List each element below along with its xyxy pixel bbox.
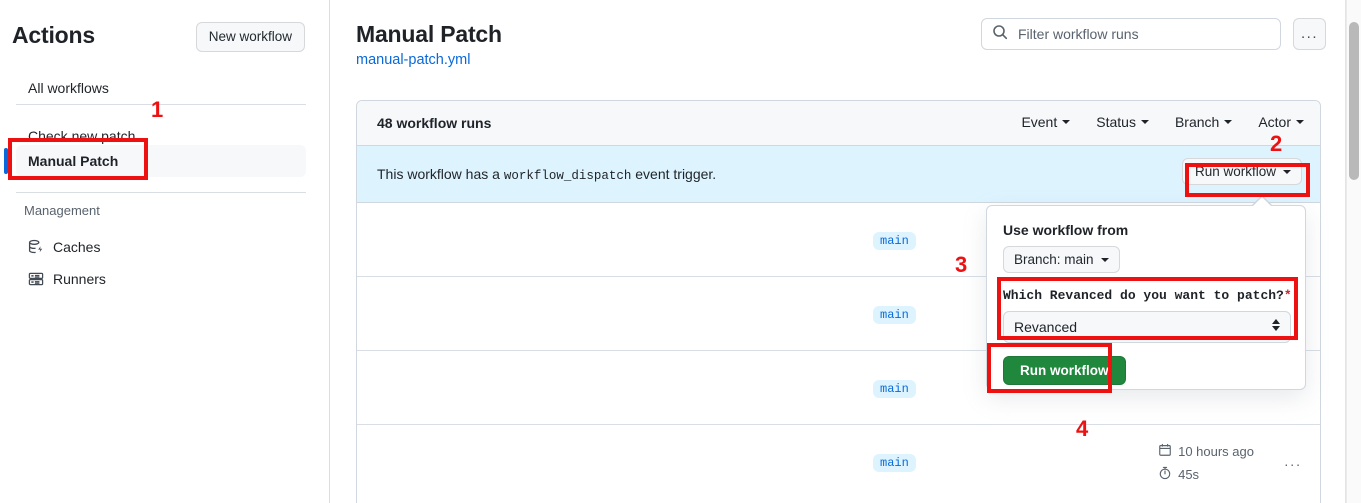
new-workflow-button[interactable]: New workflow [195, 22, 305, 52]
run-workflow-dropdown-button[interactable]: Run workflow [1181, 158, 1302, 185]
chevron-down-icon [1140, 120, 1149, 124]
search-icon [992, 24, 1008, 45]
kebab-icon: ... [1300, 25, 1318, 42]
duration-text: 45s [1178, 467, 1200, 482]
filter-event[interactable]: Event [1021, 114, 1071, 130]
annotation-number-1: 1 [151, 97, 164, 122]
required-asterisk: * [1283, 288, 1292, 303]
timestamp-text: 10 hours ago [1178, 444, 1254, 459]
branch-badge[interactable]: main [873, 232, 916, 250]
sidebar-item-label: All workflows [28, 80, 109, 96]
sidebar-item-caches[interactable]: Caches [16, 231, 306, 263]
row-kebab-icon[interactable]: ... [1284, 453, 1302, 469]
annotation-number-4: 4 [1076, 416, 1089, 441]
runs-count-label: 48 workflow runs [377, 115, 492, 131]
search-box[interactable] [981, 18, 1281, 50]
dispatch-text-after: event trigger. [635, 166, 717, 182]
chevron-down-icon [1296, 120, 1304, 124]
sidebar: Actions New workflow All workflows Check… [0, 0, 330, 503]
content-right-edge [1345, 0, 1346, 503]
workflow-file-link[interactable]: manual-patch.yml [356, 52, 471, 68]
use-workflow-from-label: Use workflow from [1003, 222, 1129, 238]
sidebar-item-manual-patch[interactable]: Manual Patch [4, 145, 306, 177]
filter-branch[interactable]: Branch [1174, 114, 1233, 130]
row-timestamp: 10 hours ago [1158, 443, 1254, 460]
sidebar-item-label: Check new patch [28, 128, 136, 144]
sidebar-divider-1 [16, 104, 306, 105]
select-updown-icon [1272, 319, 1280, 331]
runs-header: 48 workflow runs Event Status Branch [357, 101, 1320, 146]
annotation-number-2: 2 [1270, 131, 1283, 156]
runs-filter-group: Event Status Branch Actor [1021, 114, 1304, 130]
row-meta: 10 hours ago 45s [1158, 443, 1254, 483]
chevron-down-icon [1224, 120, 1233, 124]
dispatch-banner-text: This workflow has a workflow_dispatch ev… [377, 166, 716, 183]
run-workflow-popup: Use workflow from Branch: main Which Rev… [986, 205, 1306, 390]
filter-label: Event [1021, 114, 1058, 130]
sidebar-divider-2 [16, 192, 306, 193]
chevron-down-icon [1283, 169, 1291, 174]
stopwatch-icon [1158, 466, 1172, 483]
sidebar-management-heading: Management [24, 203, 100, 218]
input-field-label: Which Revanced do you want to patch?* [1003, 288, 1292, 303]
sidebar-title: Actions [12, 22, 95, 48]
submit-run-workflow-button[interactable]: Run workflow [1003, 356, 1126, 385]
page-scrollbar-track[interactable] [1346, 0, 1361, 503]
annotation-number-3: 3 [955, 252, 968, 277]
table-row[interactable]: main 10 hours ago [357, 425, 1320, 499]
branch-badge[interactable]: main [873, 306, 916, 324]
page-kebab-button[interactable]: ... [1293, 18, 1326, 50]
page-scrollbar-thumb[interactable] [1349, 22, 1359, 180]
run-workflow-button-label: Run workflow [1194, 164, 1276, 179]
row-duration: 45s [1158, 466, 1254, 483]
sidebar-item-label: Caches [53, 239, 101, 255]
popup-arrow [1253, 197, 1271, 206]
branch-badge[interactable]: main [873, 380, 916, 398]
calendar-icon [1158, 443, 1172, 460]
chevron-down-icon [1062, 120, 1071, 124]
sidebar-item-runners[interactable]: Runners [16, 263, 306, 295]
sidebar-item-label: Manual Patch [28, 153, 119, 169]
dispatch-text-before: This workflow has a [377, 166, 500, 182]
workflow-dispatch-banner: This workflow has a workflow_dispatch ev… [357, 146, 1320, 203]
sidebar-item-all-workflows[interactable]: All workflows [16, 72, 306, 104]
revanced-select[interactable]: Revanced [1003, 311, 1291, 343]
filter-actor[interactable]: Actor [1258, 114, 1304, 130]
search-input[interactable] [1016, 25, 1270, 43]
chevron-down-icon [1100, 257, 1109, 262]
revanced-select-value: Revanced [1014, 319, 1078, 335]
branch-select-button[interactable]: Branch: main [1003, 246, 1120, 273]
server-icon [28, 271, 44, 287]
cache-icon [28, 239, 44, 255]
filter-status[interactable]: Status [1096, 114, 1149, 130]
filter-label: Status [1096, 114, 1136, 130]
field-label-text: Which Revanced do you want to patch? [1003, 288, 1284, 303]
branch-select-label: Branch: main [1014, 252, 1094, 267]
dispatch-event-code: workflow_dispatch [503, 169, 632, 183]
filter-label: Actor [1258, 114, 1291, 130]
branch-badge[interactable]: main [873, 454, 916, 472]
filter-label: Branch [1174, 114, 1220, 130]
sidebar-item-label: Runners [53, 271, 106, 287]
page-title: Manual Patch [356, 21, 502, 47]
